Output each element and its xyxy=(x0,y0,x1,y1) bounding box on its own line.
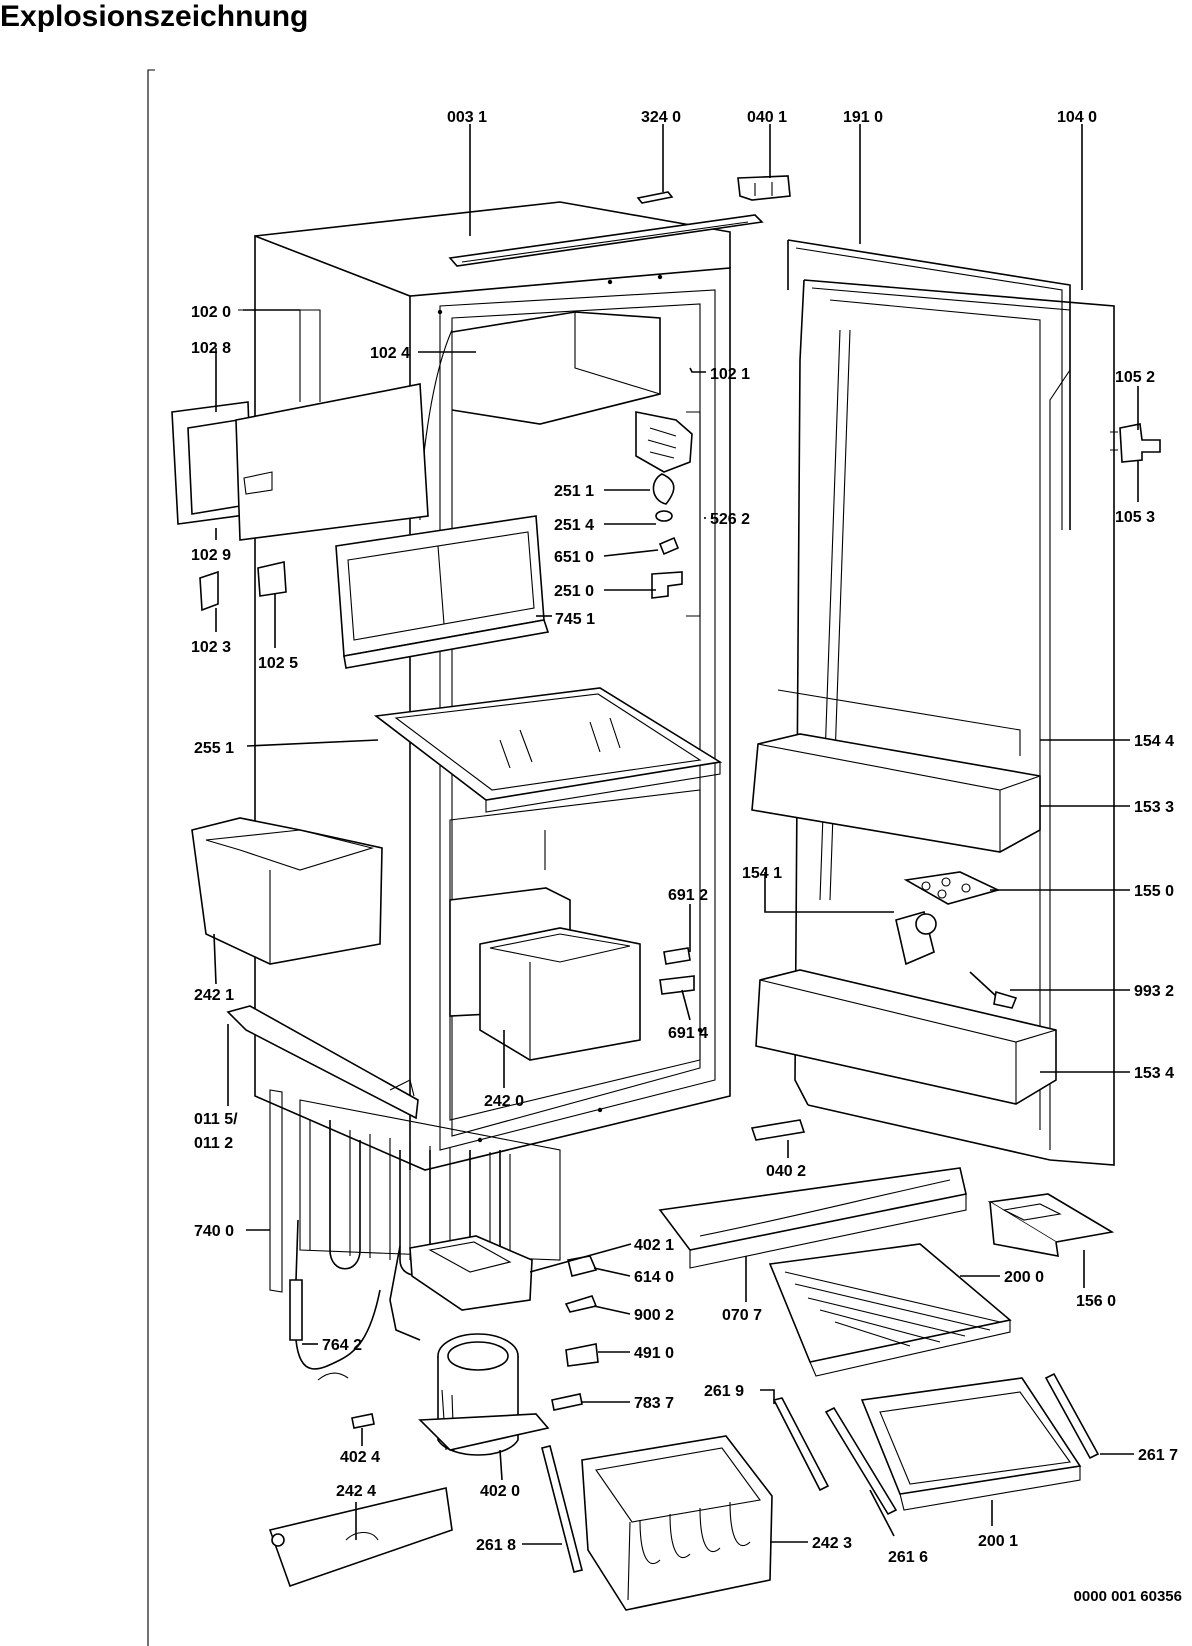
bottom-rail xyxy=(226,1005,419,1120)
part-label-4910: 491 0 xyxy=(634,1345,674,1362)
part-label-0707: 070 7 xyxy=(722,1307,762,1324)
part-label-1053: 105 3 xyxy=(1115,509,1155,526)
part-label-2423: 242 3 xyxy=(812,1535,852,1552)
part-label-2424: 242 4 xyxy=(336,1483,376,1500)
part-labels: 003 1 324 0 040 1 191 0 104 0 102 0 102 … xyxy=(191,109,1178,1566)
door-gasket xyxy=(787,239,1071,530)
part-label-7837: 783 7 xyxy=(634,1395,674,1412)
part-label-7642: 764 2 xyxy=(322,1337,362,1354)
sensor-parts xyxy=(659,947,695,995)
part-label-5262: 526 2 xyxy=(710,511,750,528)
part-label-2511: 251 1 xyxy=(554,483,594,500)
freezer-flap xyxy=(335,515,550,669)
part-label-2514: 251 4 xyxy=(554,517,594,534)
shelf-support xyxy=(750,1119,806,1141)
part-label-2616: 261 6 xyxy=(888,1549,928,1566)
part-label-6914: 691 4 xyxy=(668,1025,708,1042)
part-label-9002: 900 2 xyxy=(634,1307,674,1324)
part-label-1028: 102 8 xyxy=(191,340,231,357)
part-label-0115: 011 5/ xyxy=(194,1111,238,1128)
wire-shelf-upper xyxy=(768,1243,1012,1377)
part-label-4024: 402 4 xyxy=(340,1449,380,1466)
part-label-0402: 040 2 xyxy=(766,1163,806,1180)
door-shelf-lower xyxy=(755,969,1057,1105)
part-label-1544: 154 4 xyxy=(1134,733,1174,750)
part-label-2421: 242 1 xyxy=(194,987,234,1004)
ice-tray xyxy=(987,1193,1115,1257)
left-small-brackets xyxy=(199,561,287,612)
leader-lines xyxy=(213,124,1139,1545)
part-label-6912: 691 2 xyxy=(668,887,708,904)
door-hinge xyxy=(1110,423,1161,463)
part-label-1052: 105 2 xyxy=(1115,369,1155,386)
part-label-1021: 102 1 xyxy=(710,366,750,383)
part-label-1541: 154 1 xyxy=(742,865,782,882)
electrical-parts xyxy=(351,1255,599,1429)
door-shelf-upper xyxy=(751,689,1041,853)
glass-shelf xyxy=(373,687,723,813)
part-label-1023: 102 3 xyxy=(191,639,231,656)
vegetable-drawer xyxy=(581,1435,773,1611)
top-small-parts xyxy=(636,175,791,204)
thermostat-assembly xyxy=(635,411,701,617)
part-label-1040: 104 0 xyxy=(1057,109,1097,126)
part-label-2551: 255 1 xyxy=(194,740,234,757)
drawer-front xyxy=(268,1487,453,1588)
part-label-0031: 003 1 xyxy=(447,109,487,126)
part-label-1025: 102 5 xyxy=(258,655,298,672)
crisper-cover xyxy=(658,1167,967,1269)
part-label-2617: 261 7 xyxy=(1138,1447,1178,1464)
part-label-1024: 102 4 xyxy=(370,345,410,362)
top-strip xyxy=(448,214,764,267)
part-label-7400: 740 0 xyxy=(194,1223,234,1240)
freezer-drawer-center xyxy=(449,887,641,1061)
drawer-rails xyxy=(541,1372,1100,1573)
part-label-1533: 153 3 xyxy=(1134,799,1174,816)
butter-lid xyxy=(895,911,937,966)
part-label-3240: 324 0 xyxy=(641,109,681,126)
part-label-1550: 155 0 xyxy=(1134,883,1174,900)
drawer-frame-lower xyxy=(860,1377,1082,1511)
part-label-0401: 040 1 xyxy=(747,109,787,126)
part-label-2619: 261 9 xyxy=(704,1383,744,1400)
part-label-1910: 191 0 xyxy=(843,109,883,126)
part-label-7451: 745 1 xyxy=(555,611,595,628)
part-label-1029: 102 9 xyxy=(191,547,231,564)
part-label-9932: 993 2 xyxy=(1134,983,1174,1000)
part-label-4020: 402 0 xyxy=(480,1483,520,1500)
freezer-door xyxy=(171,309,429,541)
part-label-6140: 614 0 xyxy=(634,1269,674,1286)
part-label-2510: 251 0 xyxy=(554,583,594,600)
thermometer xyxy=(969,971,1018,1009)
part-label-4021: 402 1 xyxy=(634,1237,674,1254)
egg-holder xyxy=(903,871,1001,905)
freezer-drawer-left xyxy=(191,817,383,965)
part-label-0112: 011 2 xyxy=(194,1135,233,1152)
document-number: 0000 001 60356 xyxy=(1073,1588,1182,1605)
page-title: Explosionszeichnung xyxy=(0,0,309,33)
part-label-2000: 200 0 xyxy=(1004,1269,1044,1286)
compressor xyxy=(389,1235,550,1456)
capillary-tube xyxy=(289,1219,381,1381)
part-label-2420: 242 0 xyxy=(484,1093,524,1110)
frame-corner xyxy=(147,69,155,1646)
part-label-1020: 102 0 xyxy=(191,304,231,321)
part-label-2001: 200 1 xyxy=(978,1533,1018,1550)
part-label-1534: 153 4 xyxy=(1134,1065,1174,1082)
part-label-2618: 261 8 xyxy=(476,1537,516,1554)
part-label-1560: 156 0 xyxy=(1076,1293,1116,1310)
part-label-6510: 651 0 xyxy=(554,549,594,566)
